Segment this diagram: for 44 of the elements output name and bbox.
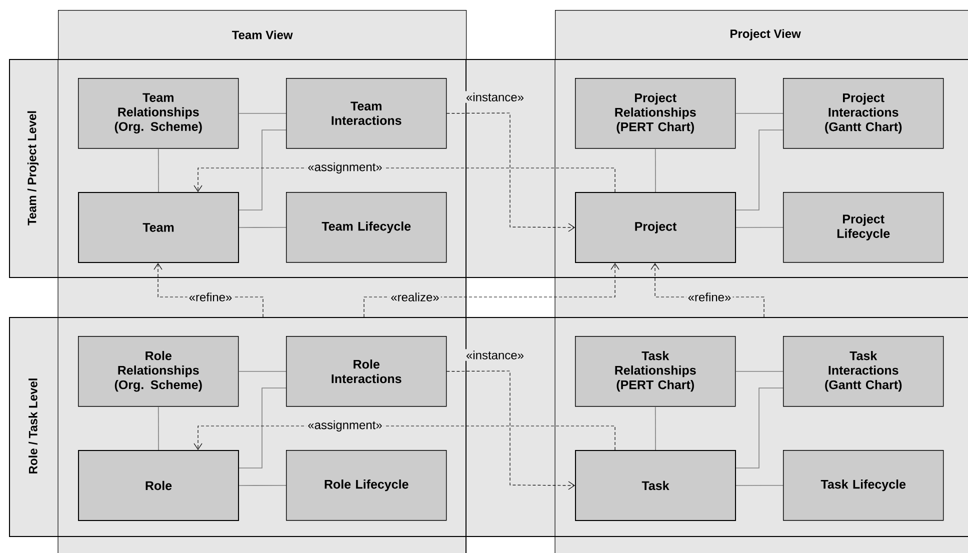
column-header: Team View [58,10,467,60]
connector-line [654,148,656,192]
dependency-arrow [446,112,575,232]
edge-label: «refine» [686,291,733,303]
connector-line [238,370,286,372]
edge-label: «assignment» [306,160,384,176]
connector-line [736,484,784,486]
connector-line [735,370,784,372]
element-box: Project Relationships (PERT Chart) [575,78,736,149]
element-box: Project Lifecycle [783,192,944,263]
element-box: Project Interactions (Gantt Chart) [783,78,944,149]
connector-line [654,406,656,450]
element-box: Role [78,450,239,521]
element-box: Team [78,192,239,263]
edge-label: «assignment» [306,418,384,434]
connector-line [736,388,784,468]
edge-label: «instance» [464,91,526,103]
node-label: Project View [730,29,801,40]
element-box: Team Relationships (Org. Scheme) [78,78,239,149]
connector-line [736,130,784,210]
element-box: Team Lifecycle [286,192,447,263]
connector-line [158,406,159,450]
dependency-arrow [446,370,575,490]
connector-line [735,112,784,114]
element-box: Task Interactions (Gantt Chart) [783,336,944,407]
element-box: Task Relationships (PERT Chart) [575,336,736,407]
connector-line [238,484,286,486]
element-box: Task [575,450,736,521]
connector-line [238,112,286,114]
connector-line [158,148,159,192]
element-box: Project [575,192,736,263]
column-header: Project View [555,10,968,60]
connector-line [238,388,286,468]
element-box: Role Interactions [286,336,447,407]
connector-line [238,130,286,210]
element-box: Team Interactions [286,78,447,149]
edge-label: «realize» [389,291,441,303]
edge-label: «instance» [464,349,526,361]
connector-line [736,226,784,228]
element-box: Task Lifecycle [783,450,944,521]
element-box: Role Lifecycle [286,450,447,521]
edge-label: «refine» [187,291,234,303]
connector-line [238,226,286,228]
element-box: Role Relationships (Org. Scheme) [78,336,239,407]
